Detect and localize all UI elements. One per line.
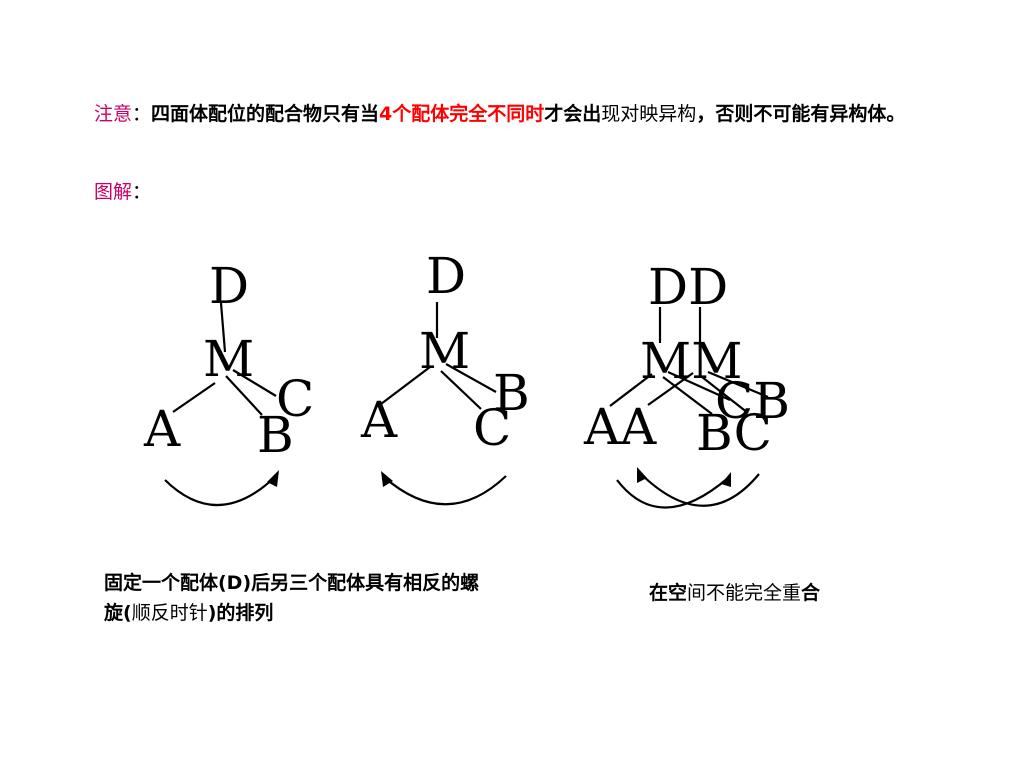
middle-arrowhead — [381, 471, 393, 487]
right-caption-b: 间不能完全重 — [687, 582, 802, 604]
note-colon: ： — [132, 103, 152, 125]
note-paragraph: 注意：四面体配位的配合物只有当4个配体完全不同时才会出现对映异构，否则不可能有异… — [38, 98, 988, 130]
note-text-b: 才会出 — [544, 103, 602, 125]
note-text-d: ，否则不可能有异构体。 — [696, 103, 906, 125]
middle-bond-b — [445, 363, 497, 393]
note-label: 注意 — [94, 103, 133, 125]
left-ligand-c: C — [276, 370, 314, 428]
right-caption-a: 在空 — [649, 582, 688, 604]
figure-colon: ： — [132, 181, 152, 203]
overlay-ligand-cb: CB — [715, 372, 790, 430]
left-caption-a: 固定一个配体(D)后另三个配体具有相反的螺旋( — [104, 572, 480, 624]
figure-label: 图解 — [94, 181, 133, 203]
overlay-rotation-arrow-1 — [616, 477, 729, 509]
note-text-c: 现对映异构 — [601, 103, 697, 125]
overlay-ligand-aa: AA — [583, 398, 657, 456]
overlay-rotation-arrow-2 — [639, 472, 760, 507]
overlay-bond-a1 — [609, 373, 653, 407]
overlay-ligand-dd: DD — [648, 258, 728, 316]
overlay-bond-b1 — [662, 376, 713, 415]
left-bond-d — [219, 302, 227, 353]
overlay-bond-b2 — [707, 370, 769, 399]
left-bond-a — [172, 382, 216, 413]
left-ligand-b: B — [257, 406, 294, 464]
overlay-bond-c2 — [701, 376, 749, 414]
left-bond-b — [225, 375, 263, 416]
left-ligand-d: D — [209, 257, 249, 315]
left-caption-b: 顺反时针 — [131, 602, 208, 624]
overlay-bond-c1 — [667, 370, 731, 402]
left-caption-c: )的排列 — [207, 602, 274, 624]
overlay-arrowhead-2 — [637, 467, 647, 483]
left-arrowhead — [267, 470, 279, 487]
middle-ligand-b: B — [493, 364, 530, 422]
overlay-bond-a2 — [647, 372, 694, 406]
note-highlight: 4个配体完全不同时 — [379, 103, 545, 125]
overlay-metal-mm: MM — [640, 332, 742, 390]
figure-heading: 图解： — [94, 176, 151, 208]
right-caption: 在空间不能完全重合 — [649, 578, 864, 608]
middle-ligand-a: A — [360, 391, 398, 449]
left-caption: 固定一个配体(D)后另三个配体具有相反的螺旋(顺反时针)的排列 — [104, 568, 484, 628]
middle-ligand-d: D — [426, 247, 466, 305]
right-caption-c: 合 — [801, 582, 821, 604]
middle-ligand-c: C — [473, 399, 511, 457]
middle-bond-c — [440, 370, 482, 410]
left-metal-m: M — [203, 330, 254, 388]
middle-rotation-arrow — [383, 475, 507, 506]
note-text-a: 四面体配位的配合物只有当 — [151, 103, 380, 125]
middle-bond-a — [380, 366, 431, 405]
left-rotation-arrow — [164, 475, 277, 507]
overlay-ligand-bc: BC — [696, 404, 772, 462]
left-ligand-a: A — [143, 400, 181, 458]
left-bond-c — [232, 369, 277, 397]
overlay-arrowhead-1 — [721, 472, 731, 487]
middle-metal-m: M — [419, 322, 470, 380]
